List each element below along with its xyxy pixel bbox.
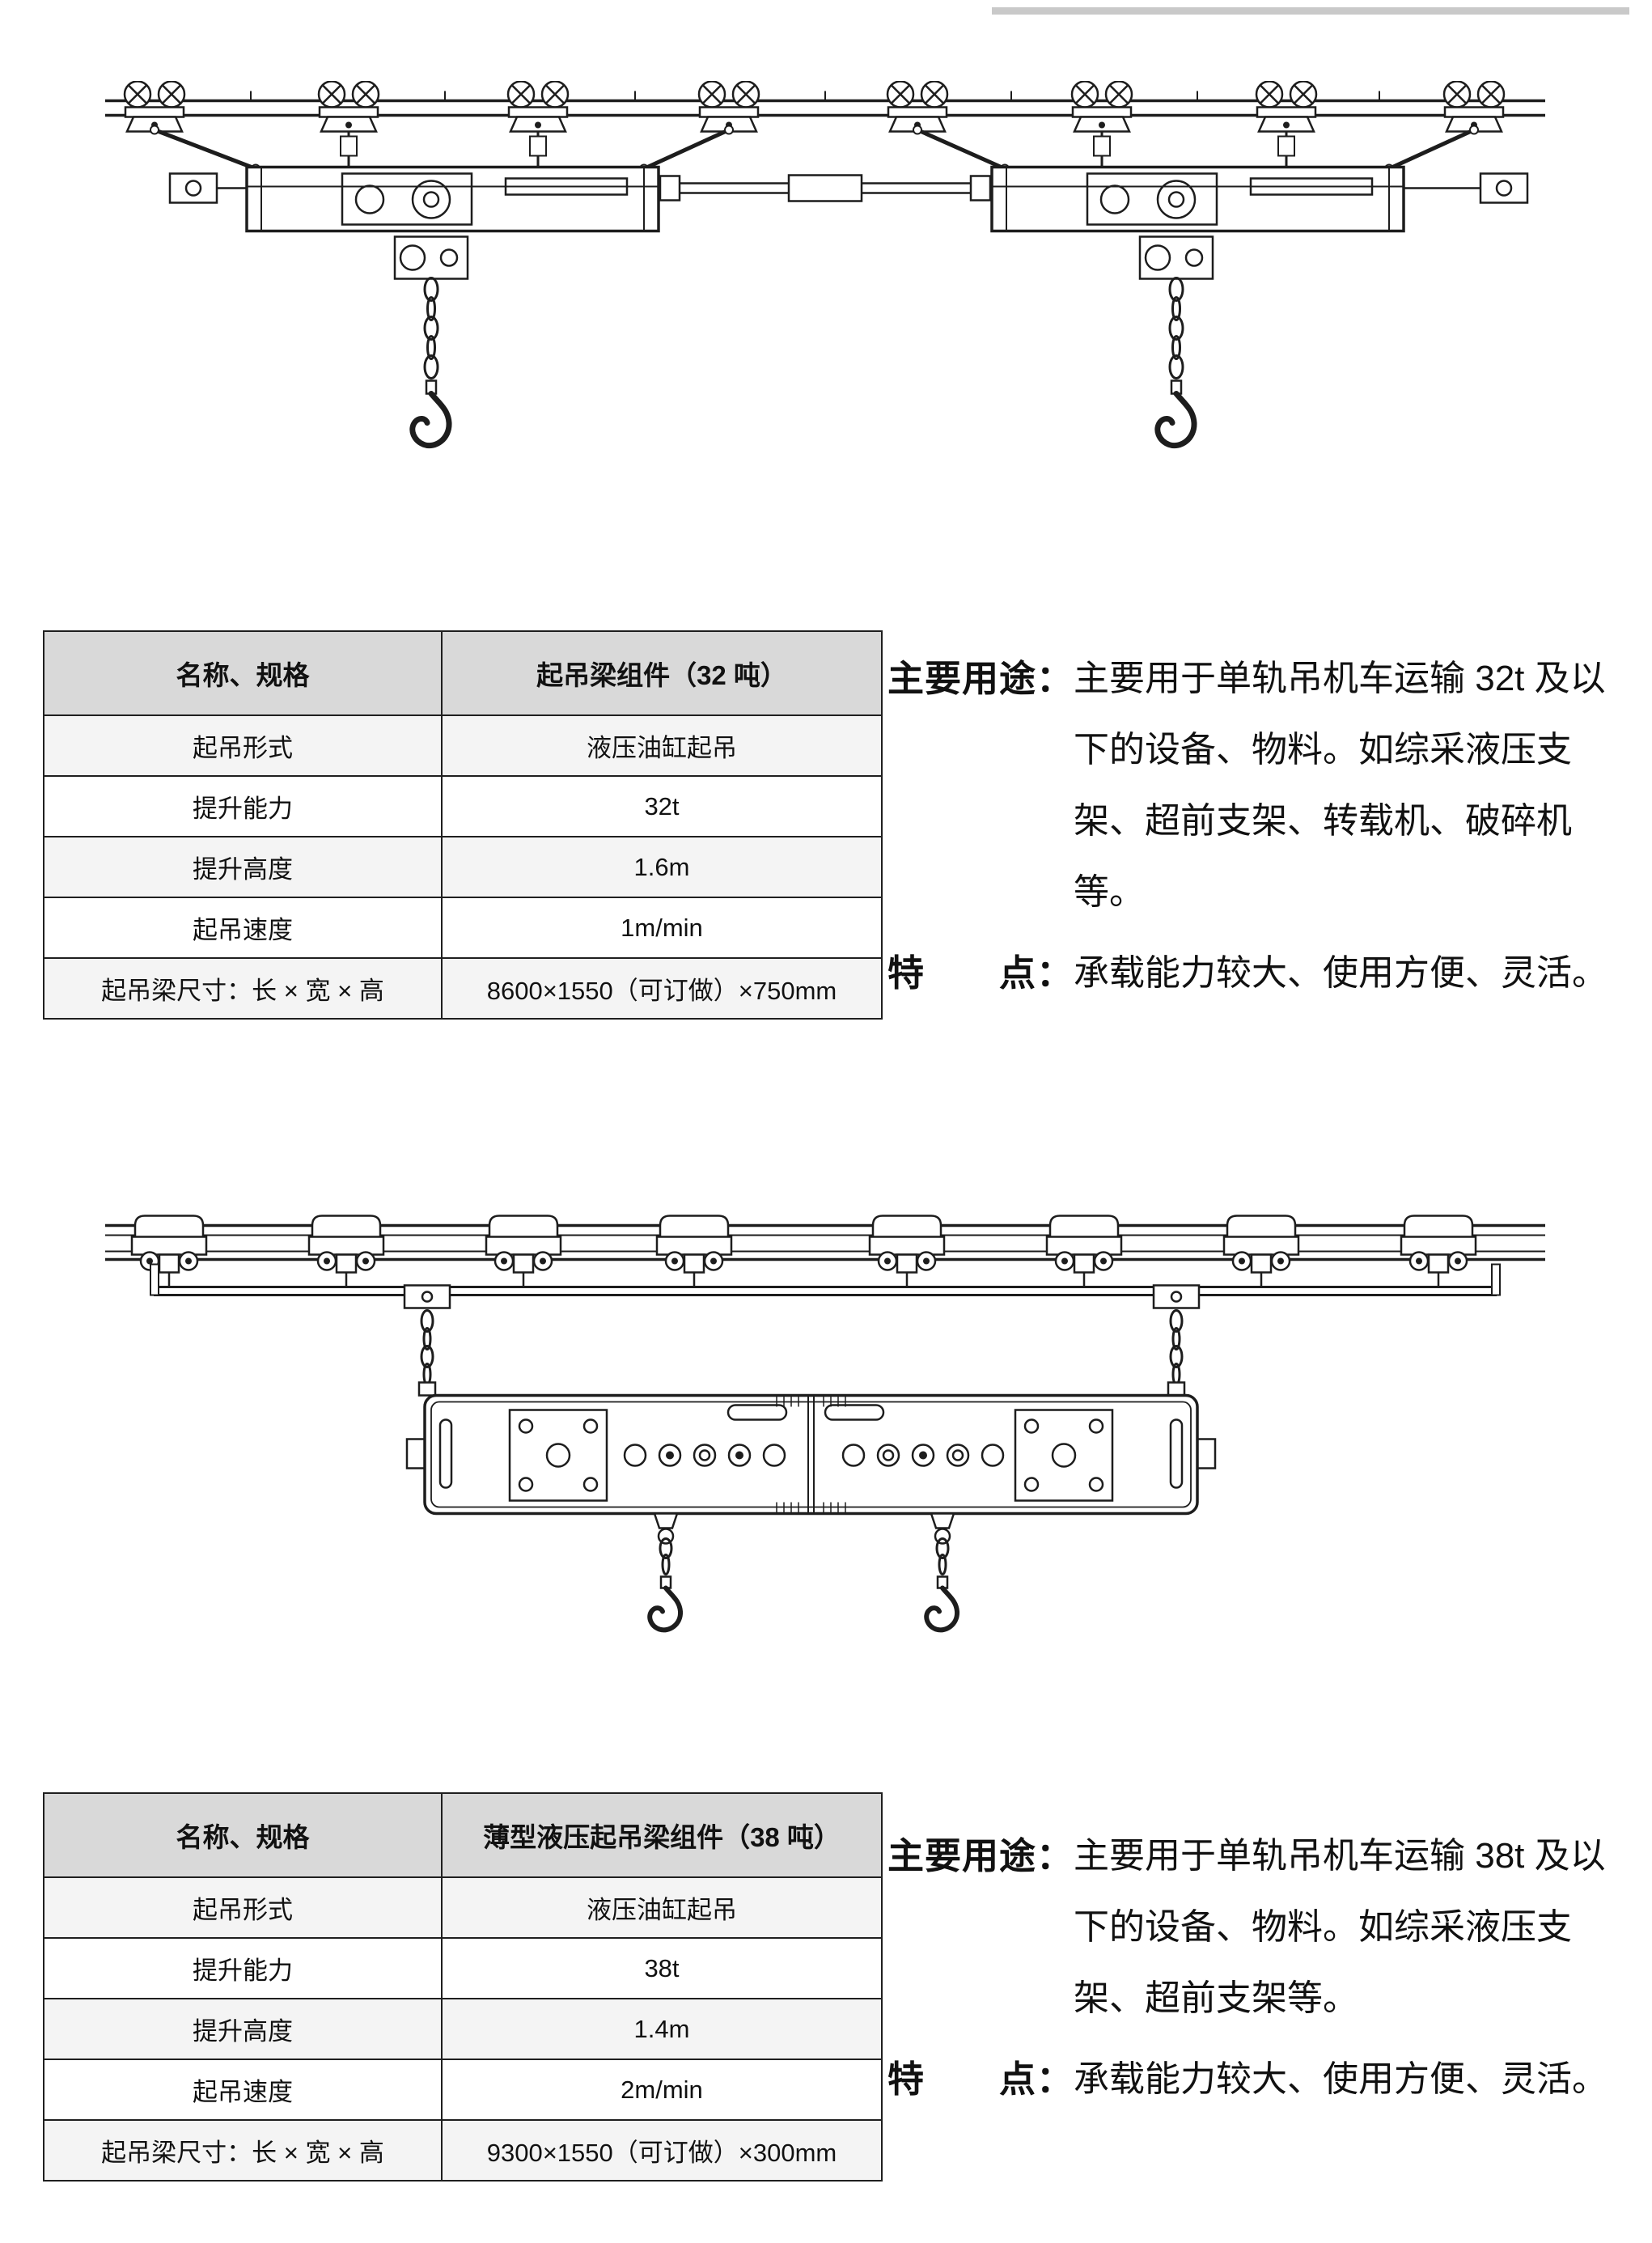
bolt-plate-left [508,1409,608,1502]
features-text: 承载能力较大、使用方便、灵活。 [1074,953,1608,993]
chain-anchor-left [417,1381,437,1397]
row-value: 1.4m [441,1998,883,2060]
hook-icon-right [1158,381,1194,446]
lower-hoist-right [930,1512,955,1545]
spec-table-header-row: 名称、规格 薄型液压起吊梁组件（38 吨） [43,1792,883,1878]
hoist-chain-left [423,277,439,379]
row-dimensions: 起吊梁尺寸：长 × 宽 × 高 8600×1550（可订做）×750mm [43,957,883,1020]
spec-table-header-row: 名称、规格 起吊梁组件（32 吨） [43,630,883,716]
hook-icon-left [413,381,449,446]
spec-header-product: 起吊梁组件（32 吨） [441,630,883,716]
description-38t: 主要用途： 主要用于单轨吊机车运输 38t 及以下的设备、物料。如综采液压支架、… [887,1821,1632,2115]
drawing-38t-assembly [105,1215,1545,1651]
row-label: 起吊梁尺寸：长 × 宽 × 高 [43,2119,443,2182]
row-label: 起吊形式 [43,1876,443,1939]
usage-text: 主要用于单轨吊机车运输 32t 及以下的设备、物料。如综采液压支架、超前支架、转… [1074,659,1606,912]
hook-icon-left [650,1577,680,1630]
page-top-rule [992,7,1629,15]
hoist-chain-right [1168,277,1184,379]
trolley-group [123,81,1506,133]
row-lift-method: 起吊形式 液压油缸起吊 [43,714,883,777]
row-capacity: 提升能力 38t [43,1937,883,1999]
usage-paragraph: 主要用途： 主要用于单轨吊机车运输 38t 及以下的设备、物料。如综采液压支架、… [887,1821,1632,2034]
drawing-32t-assembly [105,81,1545,465]
upper-chain-right [1169,1309,1184,1386]
features-text: 承载能力较大、使用方便、灵活。 [1074,2059,1608,2099]
row-value: 38t [441,1937,883,1999]
spec-header-name: 名称、规格 [43,630,443,716]
row-lift-height: 提升高度 1.6m [43,836,883,898]
row-value: 1m/min [441,897,883,959]
row-label: 提升能力 [43,1937,443,1999]
lifting-beam-left [245,165,660,281]
usage-label: 主要用途： [887,1835,1074,1876]
row-value: 1.6m [441,836,883,898]
bolt-plate-right [1014,1409,1114,1502]
usage-paragraph: 主要用途： 主要用于单轨吊机车运输 32t 及以下的设备、物料。如综采液压支架、… [887,643,1632,928]
row-capacity: 提升能力 32t [43,775,883,837]
lifting-beam-right [990,165,1405,281]
usage-text: 主要用于单轨吊机车运输 38t 及以下的设备、物料。如综采液压支架、超前支架等。 [1074,1836,1606,2018]
spec-table-32t: 名称、规格 起吊梁组件（32 吨） 起吊形式 液压油缸起吊 提升能力 32t 提… [43,630,883,1020]
row-label: 起吊速度 [43,897,443,959]
upper-hoist-right [1152,1284,1201,1309]
features-paragraph: 特 点： 承载能力较大、使用方便、灵活。 [887,2044,1632,2115]
upper-hoist-left [403,1284,451,1309]
row-value: 8600×1550（可订做）×750mm [441,957,883,1020]
spec-header-name: 名称、规格 [43,1792,443,1878]
row-lift-speed: 起吊速度 2m/min [43,2059,883,2121]
row-label: 起吊梁尺寸：长 × 宽 × 高 [43,957,443,1020]
features-paragraph: 特 点： 承载能力较大、使用方便、灵活。 [887,938,1632,1009]
chain-anchor-right [1167,1381,1186,1397]
row-value: 32t [441,775,883,837]
spec-table-38t: 名称、规格 薄型液压起吊梁组件（38 吨） 起吊形式 液压油缸起吊 提升能力 3… [43,1792,883,2182]
upper-chain-left [420,1309,434,1386]
features-label: 特 点： [887,952,1074,994]
row-lift-method: 起吊形式 液压油缸起吊 [43,1876,883,1939]
suspension-bar [150,1263,1501,1296]
connecting-rod [659,174,992,202]
usage-label: 主要用途： [887,658,1074,699]
row-value: 液压油缸起吊 [441,1876,883,1939]
hole-row [623,1444,1005,1467]
hook-icon-right [926,1577,957,1630]
row-label: 起吊速度 [43,2059,443,2121]
spec-header-product: 薄型液压起吊梁组件（38 吨） [441,1792,883,1878]
row-dimensions: 起吊梁尺寸：长 × 宽 × 高 9300×1550（可订做）×300mm [43,2119,883,2182]
row-value: 2m/min [441,2059,883,2121]
row-label: 提升高度 [43,836,443,898]
end-fittings [168,172,1529,204]
diagram-thin-beam-38t [105,1210,1545,1651]
row-label: 提升能力 [43,775,443,837]
thin-lifting-beam [405,1393,1217,1516]
features-label: 特 点： [887,2059,1074,2100]
row-lift-height: 提升高度 1.4m [43,1998,883,2060]
row-label: 提升高度 [43,1998,443,2060]
row-value: 9300×1550（可订做）×300mm [441,2119,883,2182]
row-label: 起吊形式 [43,714,443,777]
diagram-crane-beam-32t [105,81,1545,465]
row-value: 液压油缸起吊 [441,714,883,777]
row-lift-speed: 起吊速度 1m/min [43,897,883,959]
description-32t: 主要用途： 主要用于单轨吊机车运输 32t 及以下的设备、物料。如综采液压支架、… [887,643,1632,1009]
